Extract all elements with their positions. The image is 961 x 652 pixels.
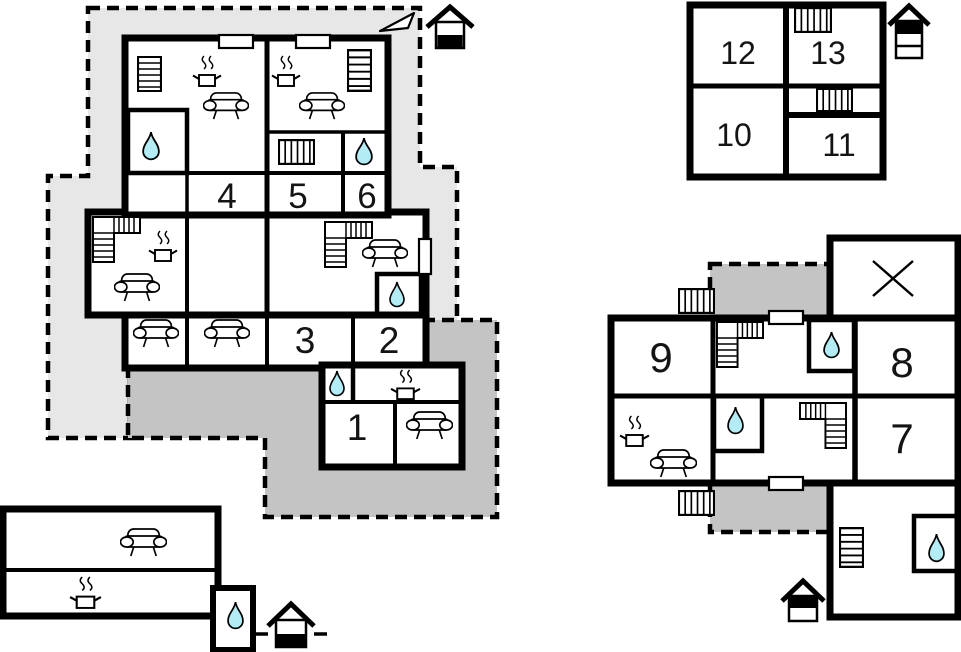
room-label-4: 4 bbox=[217, 177, 236, 216]
building-second-unit: 9 8 7 bbox=[607, 234, 961, 621]
building-a-bottom-row bbox=[121, 311, 430, 372]
room-label-6: 6 bbox=[357, 177, 376, 216]
stairs-icon bbox=[678, 490, 715, 516]
house-level-icon-ground bbox=[425, 3, 475, 50]
terrace-dark-upper-right bbox=[707, 261, 833, 321]
room-label-11: 11 bbox=[822, 127, 855, 163]
building-ground-floor: 4 5 6 3 2 1 bbox=[84, 33, 466, 471]
house-level-icon-top bbox=[887, 2, 931, 60]
door-icon bbox=[417, 237, 433, 276]
room-label-12: 12 bbox=[720, 35, 756, 71]
building-c-inner-walls bbox=[611, 317, 961, 574]
room-label-1: 1 bbox=[347, 407, 368, 448]
room-label-3: 3 bbox=[295, 320, 316, 361]
stairs-icon bbox=[678, 288, 715, 314]
room-label-5: 5 bbox=[288, 177, 307, 216]
door-icon bbox=[767, 475, 805, 492]
building-d-annex bbox=[210, 585, 256, 652]
stairs-icon bbox=[794, 7, 832, 33]
room-label-7: 7 bbox=[890, 415, 913, 462]
stairs-icon bbox=[278, 139, 315, 165]
north-arrow-icon bbox=[378, 11, 416, 33]
crossed-room-icon bbox=[872, 260, 914, 297]
house-level-icon-basement bbox=[255, 600, 327, 649]
building-upper-floor: 12 13 10 11 bbox=[686, 1, 887, 181]
building-b-inner-walls bbox=[690, 5, 883, 177]
room-label-2: 2 bbox=[379, 320, 400, 361]
room-label-8: 8 bbox=[890, 339, 913, 386]
stairs-icon bbox=[839, 527, 864, 568]
door-icon bbox=[294, 33, 332, 50]
room-label-13: 13 bbox=[810, 35, 846, 71]
room-label-9: 9 bbox=[649, 334, 672, 381]
building-a-inner-walls bbox=[125, 41, 462, 467]
building-d-outline bbox=[0, 505, 222, 620]
stairs-icon bbox=[137, 56, 162, 92]
door-icon bbox=[767, 309, 805, 326]
house-level-icon-upper bbox=[780, 577, 826, 623]
room-label-10: 10 bbox=[716, 117, 752, 153]
stairs-icon bbox=[816, 88, 853, 112]
building-outbuilding bbox=[0, 505, 256, 652]
door-icon bbox=[217, 33, 255, 50]
stairs-icon bbox=[347, 49, 372, 92]
